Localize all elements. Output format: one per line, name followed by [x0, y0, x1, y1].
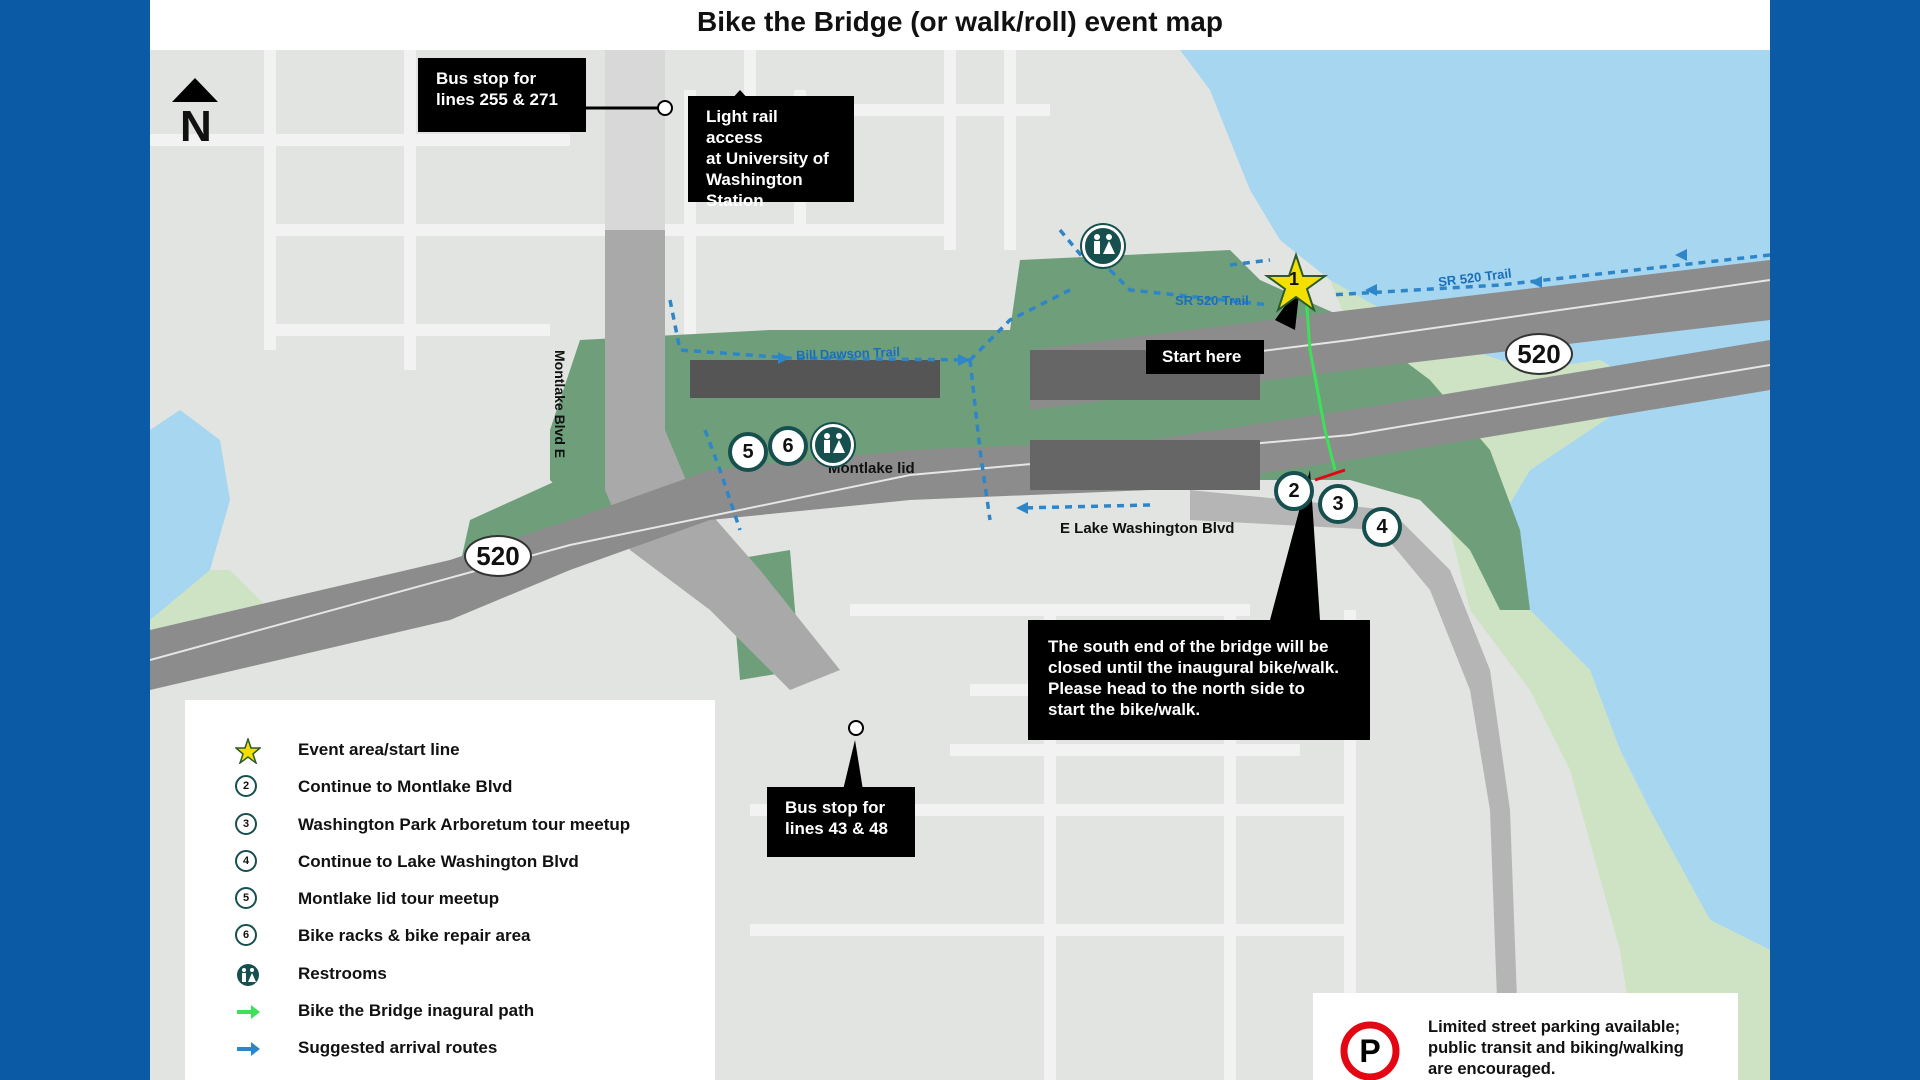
parking-text: Limited street parking available; public… [1428, 1018, 1684, 1078]
montlake-blvd-label: Montlake Blvd E [552, 350, 568, 459]
arrival-routes [668, 228, 1770, 531]
sr520-trail-label-west: SR 520 Trail [1175, 293, 1249, 308]
west-water [150, 410, 230, 620]
page-title: Bike the Bridge (or walk/roll) event map [697, 6, 1223, 37]
legend: Event area/start line 2 Continue to Mont… [185, 700, 715, 1080]
legend-label: Restrooms [298, 964, 387, 983]
bus-stop-south-callout: Bus stop for lines 43 & 48 [767, 787, 915, 857]
lake-washington-blvd-label: E Lake Washington Blvd [1060, 520, 1235, 537]
legend-label: Washington Park Arboretum tour meetup [298, 815, 631, 834]
legend-item: 3 Washington Park Arboretum tour meetup [185, 810, 715, 840]
legend-label: Suggested arrival routes [298, 1038, 498, 1057]
restroom-icon [1082, 225, 1124, 267]
legend-item: Bike the Bridge inagural path [185, 996, 715, 1026]
sr520-shield-west: 520 [464, 535, 532, 577]
legend-item: Restrooms [185, 959, 715, 989]
star-icon [235, 738, 261, 764]
restroom-icon [237, 964, 259, 986]
green-arrow-icon [237, 1005, 260, 1019]
inaugural-path [1303, 279, 1337, 471]
marker-1-label: 1 [1289, 269, 1300, 289]
legend-label: Event area/start line [298, 740, 460, 759]
blue-arrow-icon [237, 1042, 260, 1056]
start-here-callout: Start here [1146, 340, 1264, 374]
north-arrow-icon [172, 78, 218, 102]
title-bar: Bike the Bridge (or walk/roll) event map [150, 0, 1770, 50]
legend-label: Continue to Montlake Blvd [298, 777, 513, 796]
marker-5-icon: 5 [235, 887, 257, 909]
parking-icon [1340, 1021, 1400, 1080]
marker-6-icon: 6 [235, 924, 257, 946]
start-star-icon [1263, 251, 1329, 313]
light-rail-callout: Light rail access at University of Washi… [688, 96, 854, 210]
marker-4: 4 [1362, 507, 1402, 547]
legend-item: Event area/start line [185, 735, 715, 765]
marker-6: 6 [768, 426, 808, 466]
marker-5: 5 [728, 432, 768, 472]
legend-item: 4 Continue to Lake Washington Blvd [185, 847, 715, 877]
bus-south-pointer [843, 740, 863, 790]
street-grid [150, 50, 1356, 1080]
restroom-icon [812, 424, 854, 466]
legend-item: 6 Bike racks & bike repair area [185, 921, 715, 951]
legend-item: 5 Montlake lid tour meetup [185, 884, 715, 914]
marker-3: 3 [1318, 484, 1358, 524]
marker-2: 2 [1274, 471, 1314, 511]
montlake-blvd-road [605, 220, 840, 690]
marker-4-icon: 4 [235, 850, 257, 872]
north-label: N [180, 102, 212, 151]
legend-item: 2 Continue to Montlake Blvd [185, 772, 715, 802]
sr520-highway-west [150, 340, 1770, 690]
route-arrowheads [778, 249, 1687, 514]
closure-line [1314, 468, 1346, 482]
legend-label: Montlake lid tour meetup [298, 889, 500, 908]
parking-note: P Limited street parking available; publ… [1313, 993, 1738, 1080]
bus-stop-north-dot [657, 100, 673, 116]
bus-stop-north-callout: Bus stop for lines 255 & 271 [418, 58, 586, 132]
legend-label: Bike the Bridge inagural path [298, 1001, 535, 1020]
marker-3-icon: 3 [235, 813, 257, 835]
map-area: N Bus stop for lines 255 & 271 Light rai… [150, 50, 1770, 1080]
south-end-pointer [1270, 470, 1320, 620]
montlake-north-road [605, 50, 665, 230]
south-end-callout: The south end of the bridge will be clos… [1028, 620, 1370, 740]
legend-item: Suggested arrival routes [185, 1033, 715, 1063]
legend-label: Continue to Lake Washington Blvd [298, 852, 579, 871]
montlake-lid-label: Montlake lid [828, 460, 915, 477]
marker-2-icon: 2 [235, 775, 257, 797]
sr520-shield-east: 520 [1505, 333, 1573, 375]
tunnel-portal-3 [1030, 440, 1260, 490]
map-frame: Bike the Bridge (or walk/roll) event map [150, 0, 1770, 1080]
legend-label: Bike racks & bike repair area [298, 926, 531, 945]
bus-stop-south-dot [848, 720, 864, 736]
tunnel-portal-1 [690, 360, 940, 398]
parking-symbol: P [1359, 1033, 1381, 1069]
highway-lane-2 [150, 364, 1770, 661]
